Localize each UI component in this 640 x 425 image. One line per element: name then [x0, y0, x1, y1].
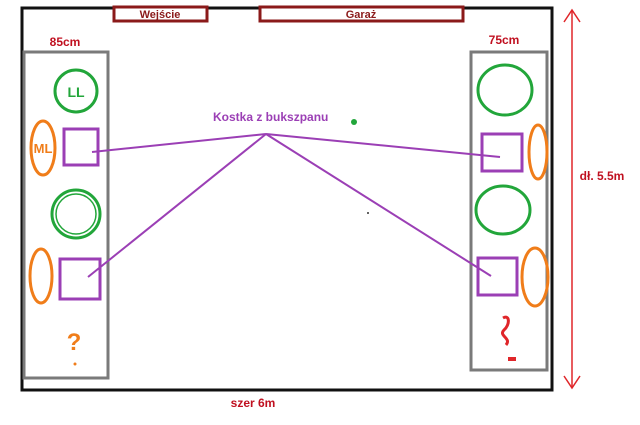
left-boxwood-cube-bottom [58, 257, 102, 301]
right-orange-plant-bottom [520, 246, 550, 308]
right-boxwood-cube-bottom [476, 256, 519, 297]
garage-box [258, 5, 465, 23]
entrance-box [112, 5, 209, 23]
left-green-shrub-bottom [50, 188, 102, 240]
question-mark-dot [73, 362, 77, 366]
right-green-shrub-bottom [474, 184, 532, 236]
length-dimension-arrow [563, 8, 581, 390]
green-dot [351, 119, 357, 125]
ll-label: LL [67, 84, 85, 100]
width-label: szer 6m [231, 396, 276, 410]
right-red-mark [508, 357, 516, 361]
boxwood-connector-lines [87, 133, 501, 278]
left-bed-width-label: 85cm [50, 35, 81, 49]
right-bed-width-label: 75cm [489, 33, 520, 47]
left-green-shrub-bottom-inner [55, 193, 97, 235]
ml-label: ML [34, 141, 53, 156]
small-dot [367, 212, 369, 214]
length-label: dł. 5.5m [580, 169, 625, 183]
right-green-shrub-top [476, 63, 534, 117]
right-red-squiggle [501, 315, 510, 346]
left-green-shrub-top [53, 68, 99, 114]
question-mark-label: ? [67, 329, 82, 356]
left-bed [22, 50, 110, 380]
entrance-label: Wejście [140, 9, 181, 21]
right-orange-plant-top [527, 123, 549, 181]
right-boxwood-cube-top [480, 132, 524, 173]
right-bed [469, 50, 549, 372]
garage-label: Garaż [346, 9, 377, 21]
left-orange-plant-top [29, 119, 57, 177]
boxwood-cube-label: Kostka z bukszpanu [213, 110, 328, 124]
left-boxwood-cube-top [62, 127, 100, 167]
left-orange-plant-bottom [28, 247, 54, 305]
